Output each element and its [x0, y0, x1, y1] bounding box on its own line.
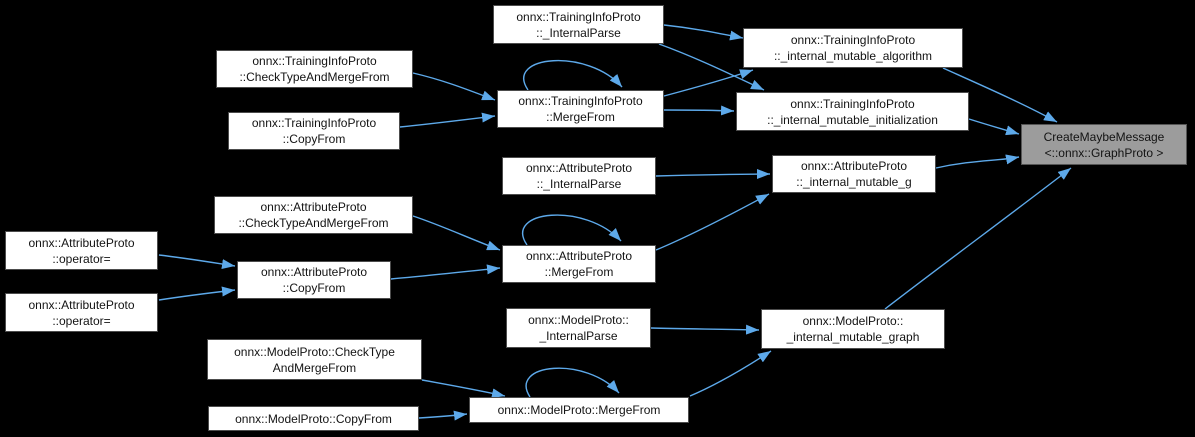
edge-tip-internalparse-to-algorithm	[663, 24, 744, 41]
node-ap-operator-assign-1[interactable]: onnx::AttributeProto ::operator=	[5, 231, 158, 270]
edge-tip-mergefrom-self-loop	[523, 60, 623, 91]
node-tip-mergefrom[interactable]: onnx::TrainingInfoProto ::MergeFrom	[497, 90, 664, 128]
node-mp-copyfrom[interactable]: onnx::ModelProto::CopyFrom	[208, 406, 419, 431]
node-tip-internalparse[interactable]: onnx::TrainingInfoProto ::_InternalParse	[493, 5, 664, 44]
edge-ap-checktype-to-mergefrom	[412, 215, 501, 251]
edge-ap-mergefrom-to-mutable-g	[655, 193, 770, 251]
edge-ap-mergefrom-self-loop	[522, 214, 622, 246]
edge-tip-mergefrom-to-initialization	[663, 105, 735, 116]
node-mp-checktypeandmergefrom[interactable]: onnx::ModelProto::CheckType AndMergeFrom	[207, 339, 422, 380]
edge-mp-mergefrom-self-loop	[525, 367, 620, 398]
node-ap-checktypeandmergefrom[interactable]: onnx::AttributeProto ::CheckTypeAndMerge…	[214, 196, 413, 234]
edge-mp-mergefrom-to-mutable-graph	[689, 350, 772, 397]
node-tip-internal-mutable-algorithm[interactable]: onnx::TrainingInfoProto ::_internal_muta…	[743, 28, 963, 68]
node-createmaybemessage-graphproto: CreateMaybeMessage <::onnx::GraphProto >	[1021, 124, 1187, 165]
node-tip-copyfrom[interactable]: onnx::TrainingInfoProto ::CopyFrom	[228, 112, 400, 150]
node-ap-internalparse[interactable]: onnx::AttributeProto ::_InternalParse	[502, 157, 656, 195]
node-ap-operator-assign-2[interactable]: onnx::AttributeProto ::operator=	[5, 293, 158, 332]
edge-mp-mutable-graph-to-createmaybemessage	[884, 167, 1072, 310]
node-tip-internal-mutable-initialization[interactable]: onnx::TrainingInfoProto ::_internal_muta…	[736, 92, 969, 131]
node-ap-internal-mutable-g[interactable]: onnx::AttributeProto ::_internal_mutable…	[772, 155, 936, 193]
edge-mp-checktype-to-mergefrom	[421, 379, 506, 399]
edge-tip-checktype-to-mergefrom	[412, 72, 496, 101]
edge-initialization-to-createmaybemessage	[968, 118, 1020, 136]
node-mp-mergefrom[interactable]: onnx::ModelProto::MergeFrom	[469, 397, 689, 423]
edge-mp-internalparse-to-mutable-graph	[650, 324, 760, 335]
edge-ap-copyfrom-to-mergefrom	[390, 264, 501, 280]
node-mp-internalparse[interactable]: onnx::ModelProto:: _InternalParse	[506, 308, 651, 348]
edge-tip-copyfrom-to-mergefrom	[399, 112, 496, 128]
node-ap-copyfrom[interactable]: onnx::AttributeProto ::CopyFrom	[237, 261, 391, 299]
node-mp-internal-mutable-graph[interactable]: onnx::ModelProto:: _internal_mutable_gra…	[761, 309, 945, 349]
edge-algorithm-to-createmaybemessage	[942, 67, 1058, 123]
edge-tip-internalparse-to-initialization	[658, 43, 765, 91]
edge-tip-mergefrom-to-algorithm	[663, 69, 754, 97]
edge-ap-operator2-to-copyfrom	[158, 286, 236, 301]
node-tip-checktypeandmergefrom[interactable]: onnx::TrainingInfoProto ::CheckTypeAndMe…	[216, 50, 413, 88]
edge-ap-internalparse-to-mutable-g	[655, 169, 771, 180]
node-ap-mergefrom[interactable]: onnx::AttributeProto ::MergeFrom	[502, 245, 656, 283]
edge-mp-copyfrom-to-mergefrom	[418, 410, 468, 421]
edge-ap-operator1-to-copyfrom	[158, 254, 236, 269]
edge-ap-mutable-g-to-createmaybemessage	[935, 154, 1020, 169]
